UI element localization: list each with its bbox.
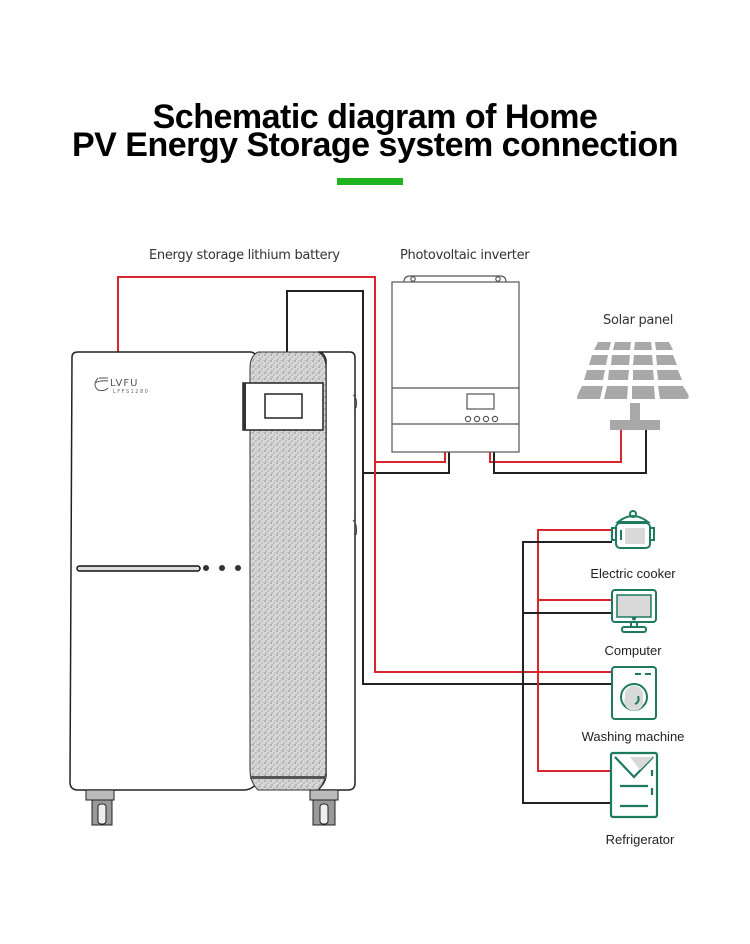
rice-cooker-icon [611, 510, 655, 549]
diagram-title-line2: PV Energy Storage system connection [71, 126, 679, 164]
brand-logo-icon [94, 377, 109, 392]
computer-monitor-icon [611, 589, 657, 633]
inverter-button-2 [473, 415, 481, 423]
battery-cabinet [69, 351, 358, 826]
battery-button-1 [203, 565, 209, 571]
wire-load-output-positive [374, 462, 612, 673]
wire-solar-negative [493, 428, 647, 474]
appliance-label-washing-machine: Washing machine [581, 729, 685, 744]
wire-solar-positive [489, 428, 622, 463]
caster-right [309, 789, 339, 826]
load-bus-positive [537, 529, 612, 772]
solar-panel-label: Solar panel [603, 313, 674, 328]
battery-button-3 [235, 565, 241, 571]
solar-panel-icon [577, 342, 689, 430]
inverter-screen [466, 393, 495, 410]
appliance-label-computer: Computer [604, 643, 662, 658]
battery-button-2 [219, 565, 225, 571]
battery-model: LFFS1280 [113, 389, 150, 395]
inverter-button-4 [491, 415, 499, 423]
appliance-label-electric-cooker: Electric cooker [590, 566, 676, 581]
inverter-label: Photovoltaic inverter [400, 248, 530, 263]
caster-left [85, 789, 115, 826]
battery-brand: LVFU [110, 378, 139, 389]
wire-load-output-negative [362, 473, 612, 685]
appliance-label-refrigerator: Refrigerator [605, 832, 675, 847]
wire-battery-positive [117, 276, 446, 463]
battery-handle [76, 565, 201, 572]
pv-inverter [391, 275, 520, 453]
battery-label: Energy storage lithium battery [149, 248, 340, 263]
washing-machine-icon [611, 666, 657, 720]
wiring [117, 276, 647, 804]
inverter-button-3 [482, 415, 490, 423]
title-accent-bar [337, 178, 403, 185]
diagram-title-line1: Schematic diagram of Home [152, 98, 598, 136]
refrigerator-icon [609, 751, 659, 819]
load-bus-negative [522, 541, 612, 804]
battery-screen [264, 393, 303, 419]
inverter-button-1 [464, 415, 472, 423]
wire-battery-negative [286, 290, 450, 474]
